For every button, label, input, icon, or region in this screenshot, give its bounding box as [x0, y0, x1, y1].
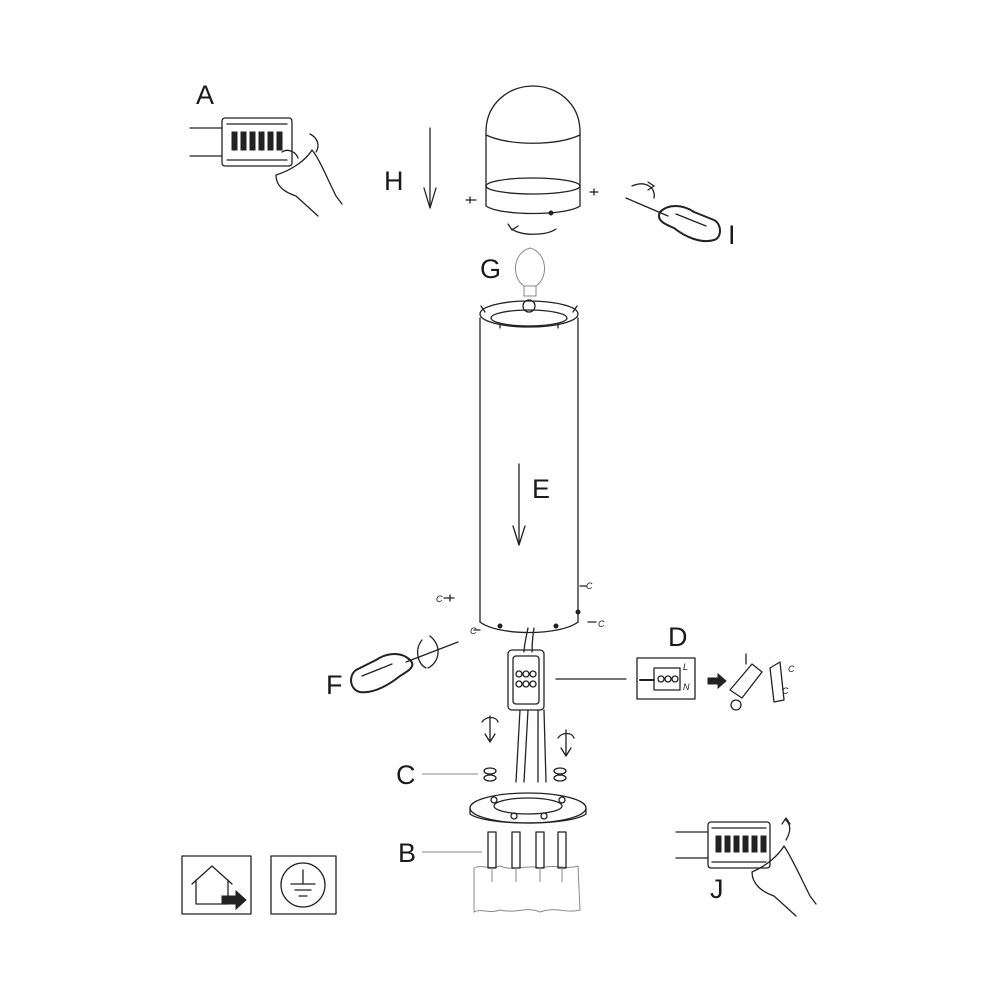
protective-earth-icon	[270, 855, 337, 915]
step-g-bulb: G	[480, 247, 545, 297]
step-b-anchors: B	[398, 831, 581, 913]
bulb-icon	[515, 247, 545, 287]
label-a: A	[196, 80, 214, 110]
rotate-arrow-icon	[557, 732, 575, 739]
terminal-detail-box	[636, 657, 696, 700]
label-h: H	[384, 166, 404, 196]
screw-1	[443, 594, 455, 602]
screwdriver-handle-icon	[350, 653, 414, 694]
screw-left	[465, 196, 477, 204]
label-d: D	[668, 622, 688, 652]
step-i-screwdriver: I	[625, 181, 736, 250]
step-h-lower-head: H	[384, 127, 437, 209]
rotate-arrows	[481, 715, 575, 757]
screwdriver-shaft	[625, 197, 669, 217]
step-f-screwdriver: F	[326, 635, 459, 700]
step-j-breaker-on: J	[675, 817, 817, 917]
label-i: I	[728, 220, 736, 250]
terminal-n: N	[683, 682, 690, 692]
label-b: B	[398, 838, 416, 868]
terminal-block-icon	[729, 663, 763, 699]
arrow-right-icon	[707, 672, 727, 690]
step-d-wiring: D L N C C	[555, 622, 795, 711]
rotate-arrow-icon	[511, 228, 557, 235]
screwdriver-shaft-f	[405, 641, 459, 663]
down-arrow-2	[560, 729, 572, 757]
label-e: E	[532, 474, 550, 504]
concrete-block	[473, 865, 581, 913]
label-j: J	[710, 874, 724, 904]
step-c-nuts: C	[396, 760, 567, 790]
step-a-breaker-off: A	[189, 80, 343, 217]
fastener-mark-d2: C	[782, 686, 789, 696]
screw-mark-2: C	[586, 581, 593, 591]
down-arrow-1	[484, 715, 496, 743]
step-e-lower-column: E	[512, 463, 550, 546]
house-power-off-icon	[181, 855, 252, 915]
lamp-column	[479, 299, 581, 634]
base-plate	[469, 792, 587, 824]
label-f: F	[326, 670, 343, 700]
label-c: C	[396, 760, 416, 790]
column-screws: C C C C	[436, 581, 605, 636]
fastener-mark-d1: C	[788, 664, 795, 674]
screw-right	[589, 188, 599, 196]
terminal-l: L	[683, 662, 688, 672]
junction-box	[507, 627, 547, 783]
screw-mark-3: C	[598, 619, 605, 629]
anchor-bolts	[487, 831, 567, 869]
lamp-head	[465, 85, 599, 235]
label-g: G	[480, 254, 501, 284]
screw-mark-4: C	[470, 626, 477, 636]
screwdriver-handle-icon	[658, 205, 721, 242]
rotate-arrow-icon	[481, 716, 499, 723]
screw-mark-1: C	[436, 594, 443, 604]
